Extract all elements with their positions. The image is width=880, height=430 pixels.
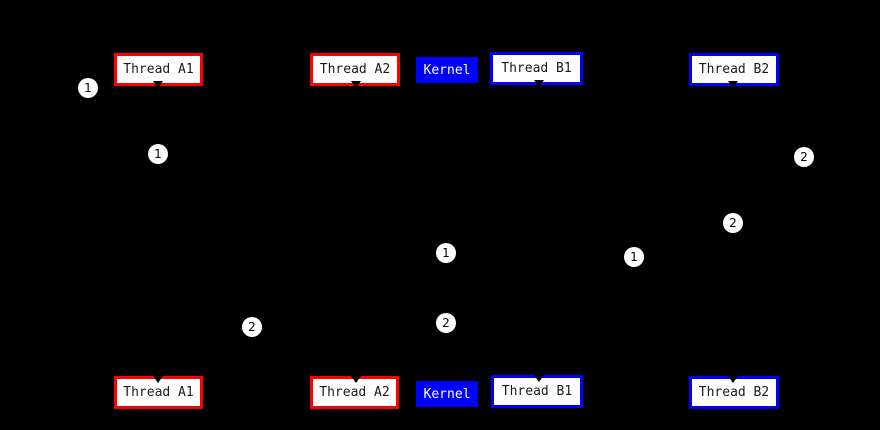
lifeline-label: Thread A1 [123, 62, 194, 77]
step-badge: 2 [242, 317, 262, 337]
lifeline-head-thread-b1-top: Thread B1 [490, 52, 583, 85]
step-badge: 1 [436, 243, 456, 263]
step-badge: 1 [78, 78, 98, 98]
arrowhead-notch [351, 376, 361, 383]
lifeline-label: Kernel [423, 62, 471, 78]
step-badge: 1 [148, 144, 168, 164]
lifeline-label: Thread B1 [501, 384, 573, 399]
step-badge: 2 [794, 147, 814, 167]
arrowhead-notch [728, 376, 738, 383]
arrowhead-notch [728, 81, 738, 88]
arrowhead-notch [351, 81, 361, 88]
arrowhead-notch [153, 81, 163, 88]
arrowhead-notch [534, 375, 544, 382]
lifeline-foot-kernel-bottom: Kernel [416, 381, 478, 407]
lifeline-label: Thread A2 [319, 385, 390, 400]
lifeline-label: Thread B2 [698, 62, 770, 77]
arrowhead-notch [534, 80, 544, 87]
step-badge: 2 [436, 313, 456, 333]
lifeline-label: Kernel [423, 386, 471, 402]
lifeline-label: Thread B1 [501, 61, 572, 76]
lifeline-label: Thread B2 [698, 385, 770, 400]
lifeline-label: Thread A2 [319, 62, 391, 77]
lifeline-head-thread-a1-top: Thread A1 [114, 53, 203, 86]
lifeline-head-kernel-top: Kernel [416, 57, 478, 83]
arrowhead-notch [153, 376, 163, 383]
lifeline-label: Thread A1 [123, 385, 194, 400]
step-badge: 1 [624, 247, 644, 267]
step-badge: 2 [723, 213, 743, 233]
